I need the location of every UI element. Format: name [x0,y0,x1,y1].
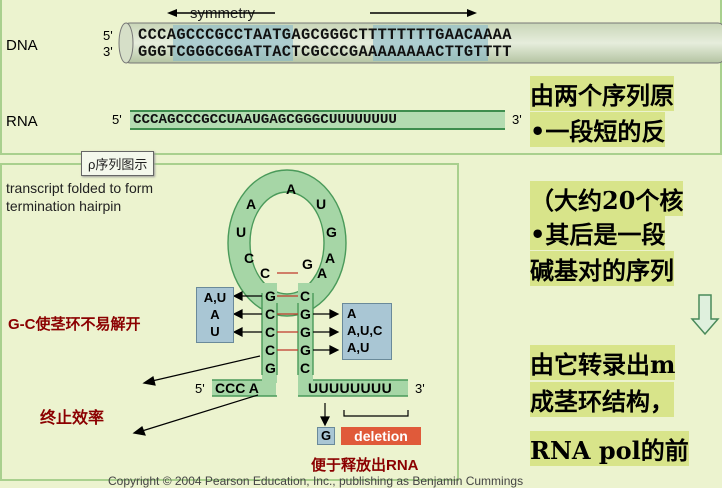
loop-base: G [326,224,337,240]
dna-strand-top: CCCAGCCCGCCTAATGAGCGGGCTTTTTTTTGAACAAAA [138,26,512,44]
dna-strand-bottom: GGGTCGGGCGGATTACTCGCCCGAAAAAAAACTTGTTTT [138,43,512,61]
text-line-1: 由两个序列原 [530,76,674,111]
mutation-box-left: A,U A U [196,287,234,343]
loop-base: U [236,224,247,240]
dna-5prime: 5' [103,28,113,43]
copyright: Copyright © 2004 Pearson Education, Inc.… [108,474,524,488]
stem-base: G [265,288,276,304]
text-line-2: •一段短的反 [530,112,666,147]
stem-base: C [260,265,271,281]
rna-5prime: 5' [112,112,122,127]
rna-label: RNA [6,113,38,130]
tail-right-sequence: UUUUUUUU [308,380,393,396]
mutation-label: A,U [347,340,370,355]
mutation-label: U [210,324,220,339]
stem-base: C [265,342,276,358]
stem-base: G [300,324,311,340]
loop-base: C [244,250,255,266]
hairpin-5prime: 5' [195,381,205,396]
hairpin-panel [0,163,459,481]
hairpin-caption-line-1: transcript folded to form [6,180,154,196]
loop-base: A [317,265,328,281]
stem-base: G [300,342,311,358]
mutation-label: A [347,306,357,321]
gc-note: G-C使茎环不易解开 [8,316,141,333]
efficiency-note: 终止效率 [40,410,105,427]
down-arrow-icon [690,294,720,336]
stem-base: G [265,360,276,376]
dna-duplex-tube [118,22,722,64]
hairpin-3prime: 3' [415,381,425,396]
g-box: G [317,427,335,445]
hairpin-structure [132,169,409,436]
loop-base: U [316,196,327,212]
tail-left-sequence: CCC A [215,380,259,396]
mutation-label: A,U,C [347,323,383,338]
rna-3prime: 3' [512,112,522,127]
mutation-label: A,U [203,290,227,305]
text-line-5: 碱基对的序列 [530,251,674,286]
stem-base: C [300,288,311,304]
stem-base: C [265,324,276,340]
stem-base: C [300,360,311,376]
stem-base: G [302,256,313,272]
stem-base: C [265,306,276,322]
dna-label: DNA [6,37,38,54]
deletion-label: deletion [341,427,421,445]
top-panel-frame [0,0,722,155]
symmetry-arrows [167,9,477,17]
text-line-3: （大约20个核 [530,181,684,216]
tooltip: ρ序列图示 [81,151,155,176]
rna-sequence: CCCAGCCCGCCUAAUGAGCGGGCUUUUUUUU [130,110,505,130]
hairpin-caption-line-2: termination hairpin [6,198,122,214]
dna-3prime: 3' [103,44,113,59]
text-line-4: •其后是一段 [530,215,666,250]
text-line-8: RNA pol的前 [530,431,689,466]
mutation-label: A [210,307,220,322]
loop-base: A [246,196,257,212]
loop-base: A [286,181,297,197]
stem-base: G [300,306,311,322]
loop-base: A [325,250,336,266]
mutation-box-right: A A,U,C A,U [342,303,392,360]
release-note: 便于释放出RNA [311,457,419,474]
text-line-6: 由它转录出m [530,345,676,380]
text-line-7: 成茎环结构， [530,382,674,417]
